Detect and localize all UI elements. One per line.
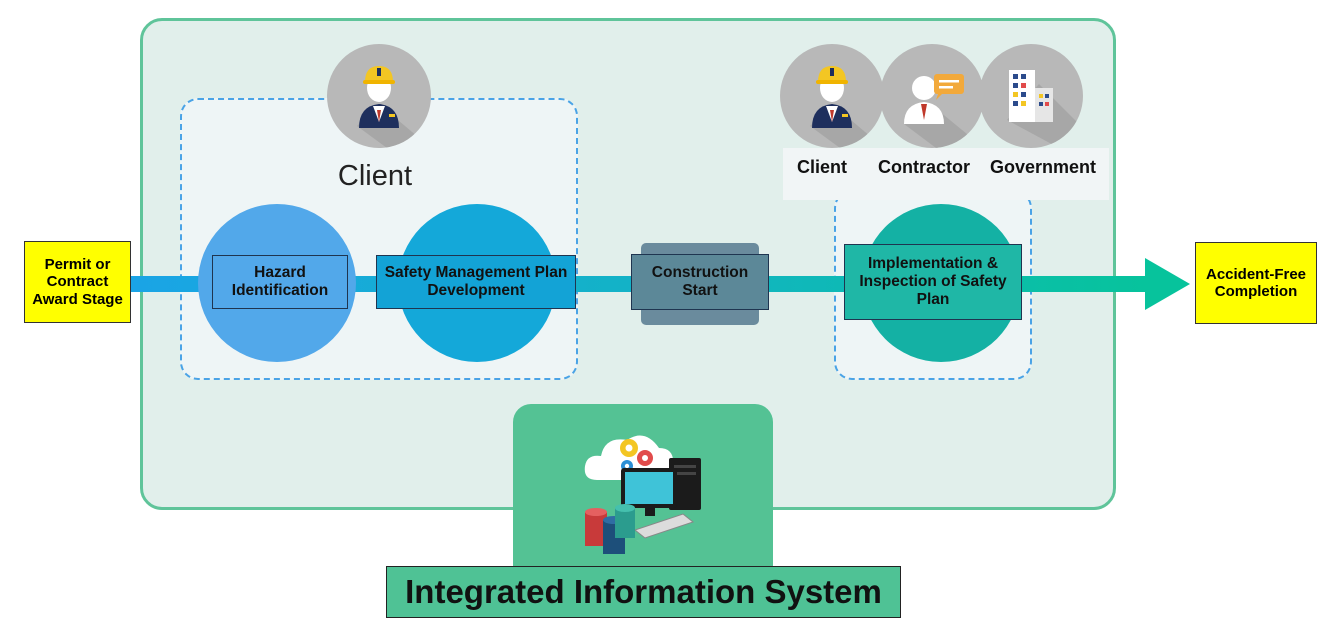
cloud-computer-database-icon <box>584 435 701 554</box>
client-heading: Client <box>337 160 413 192</box>
safety-plan-box: Safety Management Plan Development <box>376 255 576 309</box>
businessman-speech-icon <box>880 44 984 148</box>
hazard-identification-box: Hazard Identification <box>212 255 348 309</box>
start-stage-box: Permit or Contract Award Stage <box>24 241 131 323</box>
implementation-box: Implementation & Inspection of Safety Pl… <box>844 244 1022 320</box>
construction-start-box: Construction Start <box>631 254 769 310</box>
government-building-icon <box>979 44 1083 148</box>
construction-worker-icon <box>780 44 884 148</box>
system-title: Integrated Information System <box>386 566 901 618</box>
stakeholder-label-client: Client <box>796 157 847 177</box>
stakeholder-label-band <box>783 148 1109 200</box>
construction-worker-icon <box>327 44 431 148</box>
stakeholder-label-contractor: Contractor <box>877 157 970 177</box>
end-stage-box: Accident-Free Completion <box>1195 242 1317 324</box>
stakeholder-label-government: Government <box>989 157 1097 177</box>
